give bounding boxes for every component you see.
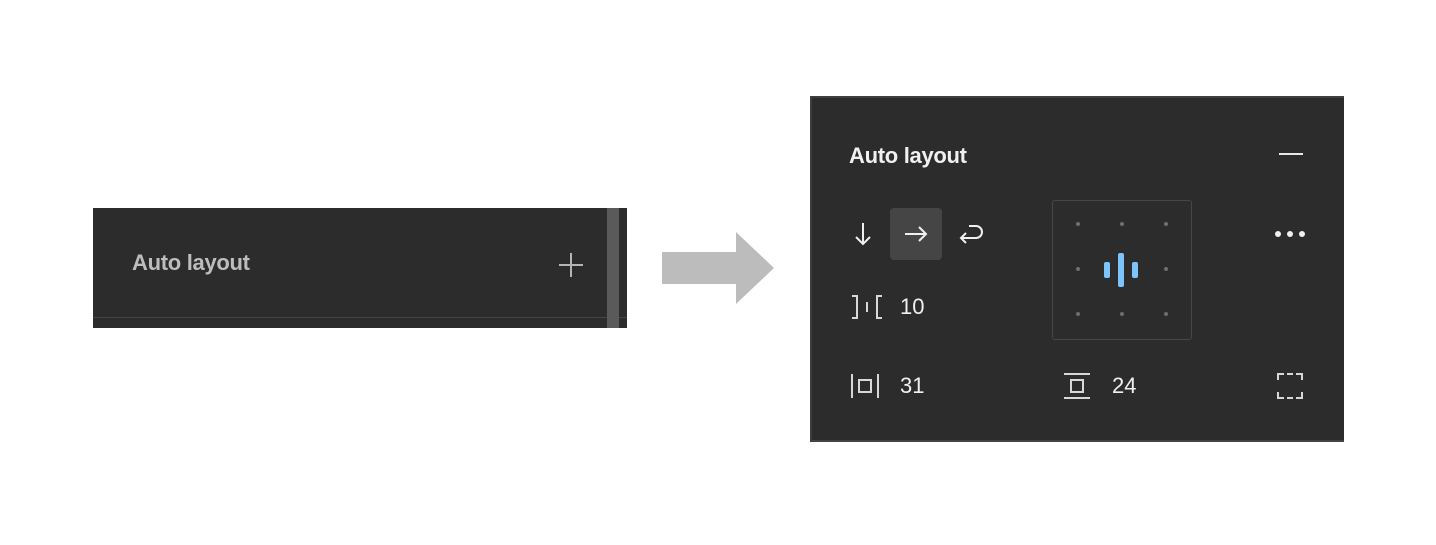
align-bottom-right[interactable] bbox=[1164, 312, 1168, 316]
independent-padding-button[interactable] bbox=[1270, 366, 1310, 406]
transition-arrow bbox=[662, 232, 774, 304]
remove-auto-layout-button[interactable] bbox=[1274, 138, 1308, 170]
right-arrow-icon bbox=[662, 232, 774, 304]
align-top-right[interactable] bbox=[1164, 222, 1168, 226]
align-center-right[interactable] bbox=[1164, 267, 1168, 271]
vertical-padding-icon bbox=[1064, 373, 1090, 399]
alignment-grid[interactable] bbox=[1052, 200, 1192, 340]
align-bottom-center[interactable] bbox=[1120, 312, 1124, 316]
wrap-icon bbox=[959, 225, 983, 244]
divider bbox=[93, 317, 627, 318]
ellipsis-icon bbox=[1275, 231, 1305, 237]
clip-content-icon bbox=[1277, 373, 1303, 399]
vertical-padding-value[interactable]: 24 bbox=[1112, 373, 1137, 398]
panel-title: Auto layout bbox=[132, 250, 250, 275]
auto-layout-panel-collapsed: Auto layout bbox=[93, 208, 627, 328]
minus-icon bbox=[1279, 153, 1303, 155]
align-bottom-left[interactable] bbox=[1076, 312, 1080, 316]
arrow-down-icon bbox=[855, 223, 871, 246]
horizontal-padding-value[interactable]: 31 bbox=[900, 373, 925, 398]
align-top-center[interactable] bbox=[1120, 222, 1124, 226]
add-auto-layout-button[interactable] bbox=[555, 249, 587, 281]
horizontal-padding-icon bbox=[851, 374, 879, 398]
align-center-left[interactable] bbox=[1076, 267, 1080, 271]
direction-vertical-button[interactable] bbox=[846, 208, 880, 260]
align-top-left[interactable] bbox=[1076, 222, 1080, 226]
direction-horizontal-button[interactable] bbox=[890, 208, 942, 260]
direction-wrap-button[interactable] bbox=[950, 208, 990, 260]
panel-title: Auto layout bbox=[849, 143, 967, 168]
gap-icon bbox=[852, 295, 882, 319]
plus-icon bbox=[559, 253, 583, 277]
auto-layout-panel-expanded: Auto layout 10 bbox=[810, 96, 1344, 442]
scrollbar[interactable] bbox=[607, 208, 619, 328]
arrow-right-icon bbox=[905, 226, 928, 242]
gap-value[interactable]: 10 bbox=[900, 294, 925, 319]
alignment-indicator-icon[interactable] bbox=[1104, 253, 1140, 287]
advanced-settings-button[interactable] bbox=[1270, 218, 1310, 250]
